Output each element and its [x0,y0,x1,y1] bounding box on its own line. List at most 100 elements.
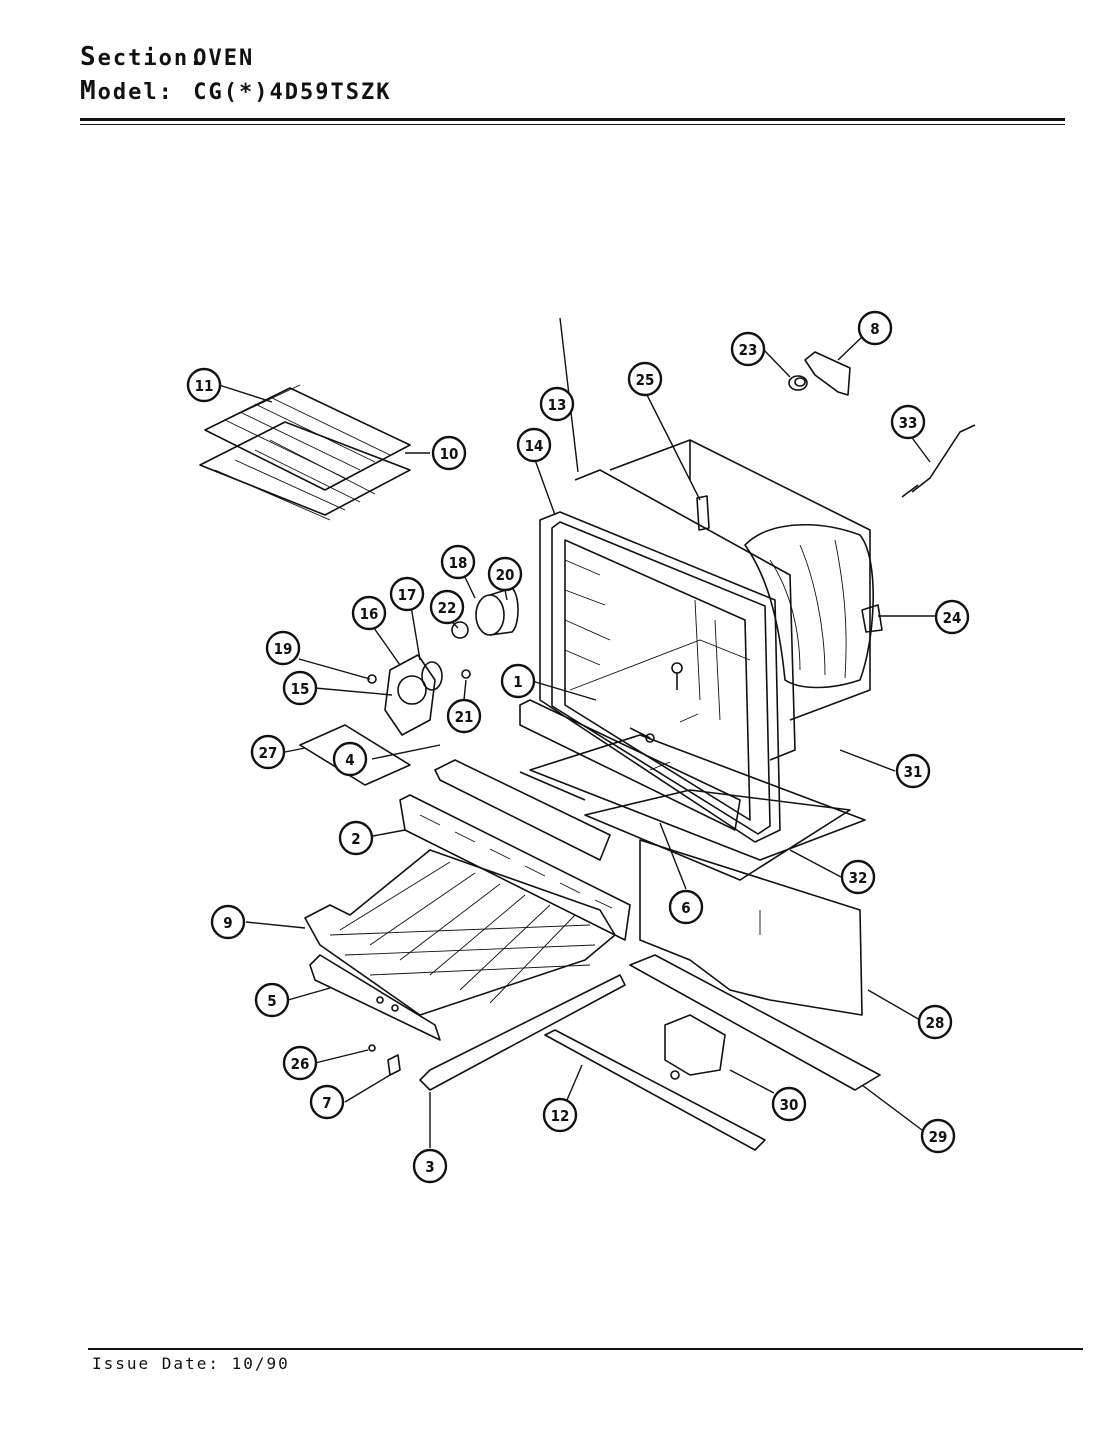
callout-number: 18 [449,554,468,572]
callout-circle [431,435,467,471]
callout-circle [539,386,575,422]
callout-32: 32 [840,859,876,895]
callout-circle [338,820,374,856]
callout-circle [332,741,368,777]
callout-number: 10 [440,445,459,463]
callout-11: 11 [186,367,222,403]
callout-19: 19 [265,630,301,666]
callout-circle [917,1004,953,1040]
callout-number: 30 [780,1096,799,1114]
callout-circle [668,889,704,925]
callout-21: 21 [446,698,482,734]
callout-circle [389,576,425,612]
callout-circle [309,1084,345,1120]
callout-12: 12 [542,1097,578,1133]
callout-number: 8 [870,320,879,338]
callout-circle [771,1086,807,1122]
callout-1: 1 [500,663,536,699]
callout-circle [487,556,523,592]
callout-20: 20 [487,556,523,592]
callout-22: 22 [429,589,465,625]
callout-17: 17 [389,576,425,612]
callout-number: 27 [259,744,278,762]
callout-6: 6 [668,889,704,925]
callout-circle [857,310,893,346]
callout-number: 33 [899,414,918,432]
callout-circle [351,595,387,631]
callout-13: 13 [539,386,575,422]
callout-26: 26 [282,1045,318,1081]
callout-circle [516,427,552,463]
leader-lines [218,317,935,1148]
callout-28: 28 [917,1004,953,1040]
callout-circle [282,670,318,706]
callout-number: 19 [274,640,293,658]
callout-16: 16 [351,595,387,631]
callout-circle [440,544,476,580]
callout-number: 3 [425,1158,434,1176]
callout-8: 8 [857,310,893,346]
footer-rule [88,1348,1083,1350]
callout-3: 3 [412,1148,448,1184]
header-rule-thin [80,124,1065,125]
callout-number: 22 [438,599,457,617]
callout-number: 12 [551,1107,570,1125]
callout-27: 27 [250,734,286,770]
callout-7: 7 [309,1084,345,1120]
issue-date: Issue Date: 10/90 [92,1354,290,1373]
callout-number: 21 [455,708,474,726]
callout-number: 16 [360,605,379,623]
callout-circle [934,599,970,635]
callout-31: 31 [895,753,931,789]
callout-number: 28 [926,1014,945,1032]
callout-circle [254,982,290,1018]
model-value: CG(*)4D59TSZK [193,80,392,105]
callout-18: 18 [440,544,476,580]
callout-circle [920,1118,956,1154]
callout-number: 6 [681,899,690,917]
callout-circle [840,859,876,895]
callout-circle [186,367,222,403]
callout-9: 9 [210,904,246,940]
callout-number: 7 [322,1094,331,1112]
section-value: OVEN [193,46,255,71]
callout-number: 32 [849,869,868,887]
callout-2: 2 [338,820,374,856]
callout-4: 4 [332,741,368,777]
callout-number: 25 [636,371,655,389]
callout-number: 5 [267,992,276,1010]
callout-25: 25 [627,361,663,397]
callout-number: 20 [496,566,515,584]
callout-number: 29 [929,1128,948,1146]
callout-circle [890,404,926,440]
callout-number: 24 [943,609,962,627]
callout-circle [429,589,465,625]
callout-number: 4 [345,751,354,769]
small-parts [788,351,976,633]
callout-circle [627,361,663,397]
callout-circle [542,1097,578,1133]
callout-circle [895,753,931,789]
callout-number: 17 [398,586,417,604]
callout-number: 2 [351,830,360,848]
callout-circle [250,734,286,770]
burner-and-panels [299,587,881,1151]
callout-24: 24 [934,599,970,635]
callout-number: 1 [513,673,522,691]
callout-33: 33 [890,404,926,440]
callout-15: 15 [282,670,318,706]
callout-number: 14 [525,437,544,455]
header-rule-thick [80,118,1065,121]
callout-circle [730,331,766,367]
callout-circle [282,1045,318,1081]
callout-number: 9 [223,914,232,932]
callout-number: 23 [739,341,758,359]
callout-circle [265,630,301,666]
callout-29: 29 [920,1118,956,1154]
model-label: Model: [80,76,174,106]
callout-30: 30 [771,1086,807,1122]
oven-cavity [539,439,874,843]
callout-circle [412,1148,448,1184]
callout-circle [210,904,246,940]
